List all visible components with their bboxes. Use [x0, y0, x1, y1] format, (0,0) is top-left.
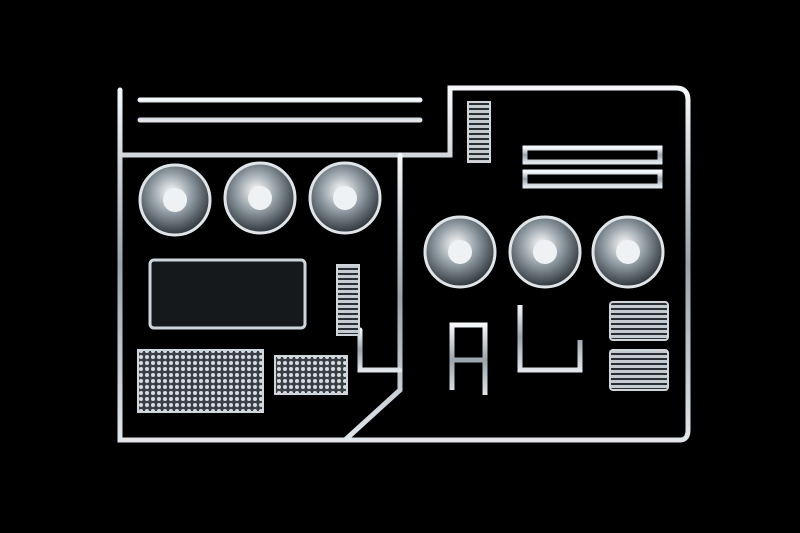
step-plate — [609, 301, 669, 341]
vent-part — [467, 101, 491, 163]
grille-panel-small — [274, 355, 348, 395]
sprue-frame — [117, 85, 691, 443]
vent-part — [336, 264, 360, 336]
step-plate — [609, 349, 669, 391]
mirror-panel — [148, 258, 307, 330]
wheel-hubs-top-row — [138, 161, 382, 237]
rails — [449, 145, 663, 395]
grille-panel-large — [137, 349, 264, 413]
wheel-hubs-right-row — [423, 215, 665, 289]
